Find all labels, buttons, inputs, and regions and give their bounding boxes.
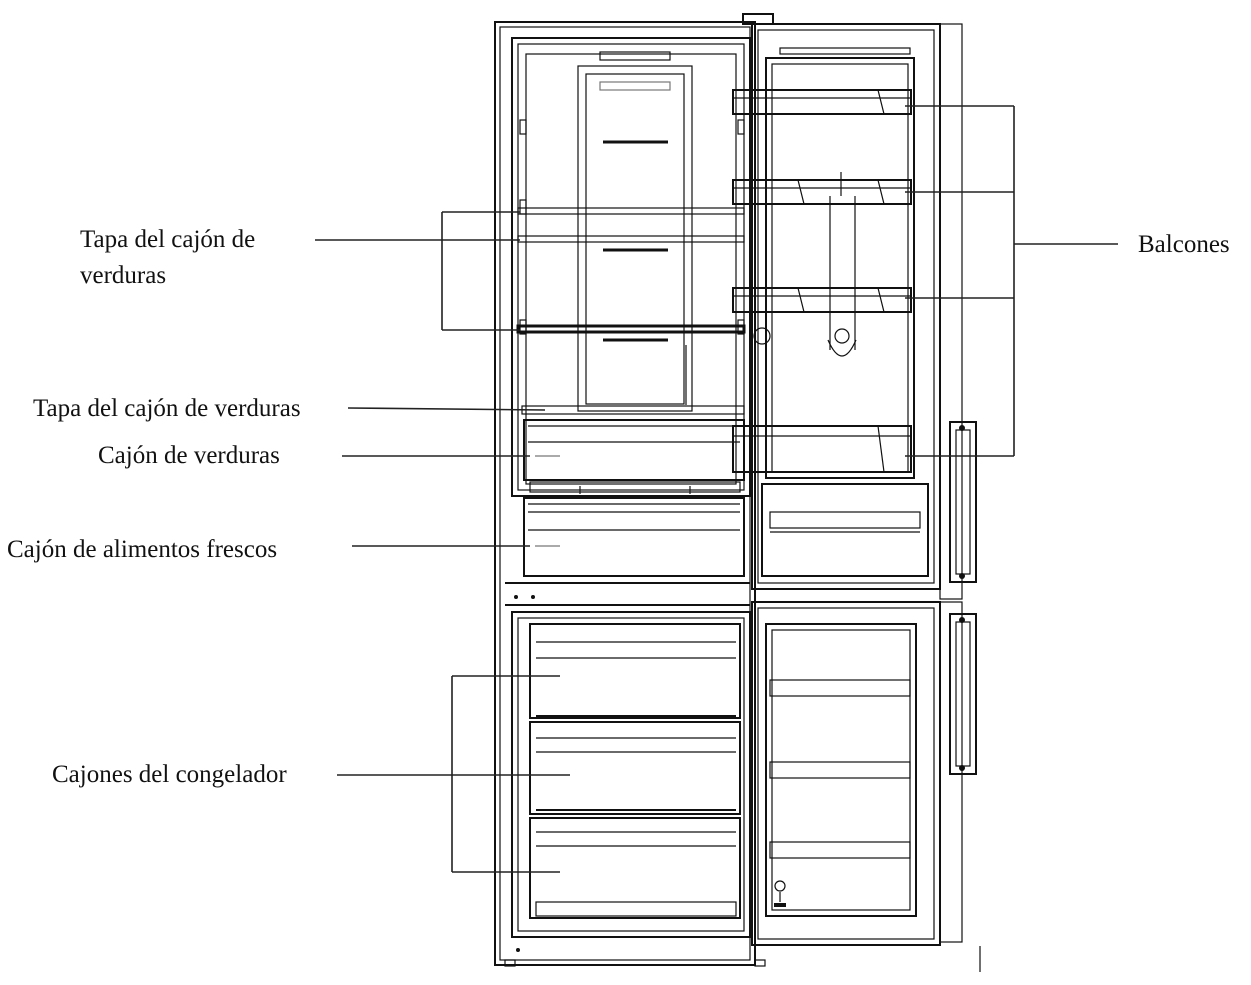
label-fresh-food-drawer: Cajón de alimentos frescos	[7, 536, 278, 563]
label-door-balconies: Balcones	[1138, 231, 1230, 258]
lower-door	[751, 601, 981, 972]
fridge-compartment	[511, 37, 751, 577]
label-freezer-drawers: Cajones del congelador	[52, 761, 287, 788]
label-crisper-lid-top-line2: verduras	[80, 262, 167, 289]
cabinet	[494, 13, 774, 967]
label-crisper-lid-top-line1: Tapa del cajón de	[80, 226, 256, 253]
leader-lines	[315, 105, 1118, 873]
upper-door	[732, 23, 977, 600]
label-crisper-drawer: Cajón de verduras	[98, 442, 280, 469]
label-crisper-lid: Tapa del cajón de verduras	[33, 395, 301, 422]
freezer-compartment	[511, 611, 751, 938]
